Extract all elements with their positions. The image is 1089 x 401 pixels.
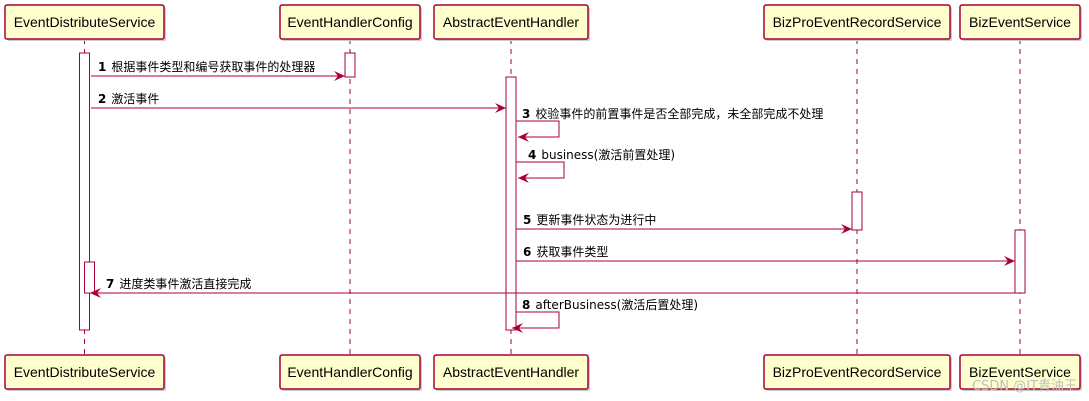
- message-number: 8: [522, 298, 530, 312]
- message-text: 校验事件的前置事件是否全部完成，未全部完成不处理: [535, 106, 823, 121]
- message-text: 进度类事件激活直接完成: [119, 276, 251, 291]
- message-label: 3 校验事件的前置事件是否全部完成，未全部完成不处理: [522, 106, 823, 121]
- message-arrow: [516, 120, 560, 142]
- message-arrow: [516, 161, 565, 183]
- message-label: 1 根据事件类型和编号获取事件的处理器: [98, 59, 315, 74]
- message-text: 根据事件类型和编号获取事件的处理器: [111, 59, 315, 74]
- message-label: 7 进度类事件激活直接完成: [106, 276, 251, 291]
- message-label: 5 更新事件状态为进行中: [523, 212, 656, 227]
- participant-label: EventDistributeService: [14, 14, 156, 30]
- activation-bar-p5: [1014, 229, 1026, 294]
- participant-box-bottom-p4: BizProEventRecordService: [763, 354, 952, 391]
- participant-label: BizProEventRecordService: [773, 14, 942, 30]
- message-number: 1: [98, 60, 106, 74]
- message-8: 8 afterBusiness(激活后置处理): [512, 298, 698, 333]
- participant-label: BizEventService: [969, 14, 1071, 30]
- participant-box-top-p4: BizProEventRecordService: [763, 4, 952, 41]
- message-arrow: [512, 311, 560, 333]
- message-3: 3 校验事件的前置事件是否全部完成，未全部完成不处理: [516, 106, 823, 142]
- participant-label: BizProEventRecordService: [773, 364, 942, 380]
- participant-box-bottom-p2: EventHandlerConfig: [279, 354, 422, 391]
- participant-box-top-p5: BizEventService: [959, 4, 1082, 41]
- message-text: 激活事件: [111, 92, 159, 106]
- participant-label: EventHandlerConfig: [287, 14, 412, 30]
- message-number: 2: [98, 92, 106, 106]
- message-label: 8 afterBusiness(激活后置处理): [522, 298, 698, 312]
- message-7: 7 进度类事件激活直接完成: [90, 276, 1015, 298]
- message-5: 5 更新事件状态为进行中: [516, 212, 852, 234]
- participant-label: BizEventService: [969, 364, 1071, 380]
- message-2: 2 激活事件: [91, 92, 506, 113]
- message-label: 2 激活事件: [98, 92, 159, 106]
- message-number: 3: [522, 107, 530, 121]
- message-6: 6 获取事件类型: [516, 245, 1015, 266]
- participant-box-bottom-p1: EventDistributeService: [4, 354, 166, 391]
- participant-label: EventDistributeService: [14, 364, 156, 380]
- participant-label: AbstractEventHandler: [443, 14, 580, 30]
- activation-bar-p3: [505, 76, 517, 331]
- activation-bar-p4: [851, 191, 863, 231]
- message-number: 4: [528, 148, 536, 162]
- message-text: business(激活前置处理): [541, 147, 675, 162]
- activation-bar-p1: [79, 52, 90, 331]
- participant-box-top-p3: AbstractEventHandler: [433, 4, 590, 41]
- participant-label: EventHandlerConfig: [287, 364, 412, 380]
- activation-bar-p2: [344, 52, 356, 78]
- watermark: CSDN @IT青油王: [972, 379, 1077, 394]
- message-1: 1 根据事件类型和编号获取事件的处理器: [91, 59, 345, 81]
- participant-box-top-p2: EventHandlerConfig: [279, 4, 422, 41]
- message-text: afterBusiness(激活后置处理): [535, 298, 698, 312]
- message-text: 获取事件类型: [536, 245, 608, 259]
- message-label: 6 获取事件类型: [523, 245, 608, 259]
- message-label: 4 business(激活前置处理): [528, 147, 675, 162]
- participant-label: AbstractEventHandler: [443, 364, 580, 380]
- participant-box-top-p1: EventDistributeService: [4, 4, 166, 41]
- message-text: 更新事件状态为进行中: [536, 212, 656, 227]
- participant-box-bottom-p3: AbstractEventHandler: [433, 354, 590, 391]
- message-number: 7: [106, 277, 114, 291]
- participant-box-bottom-p5: BizEventService: [959, 354, 1082, 391]
- message-4: 4 business(激活前置处理): [516, 147, 675, 183]
- message-number: 5: [523, 213, 531, 227]
- message-number: 6: [523, 245, 531, 259]
- activation-bar-p1: [84, 261, 95, 294]
